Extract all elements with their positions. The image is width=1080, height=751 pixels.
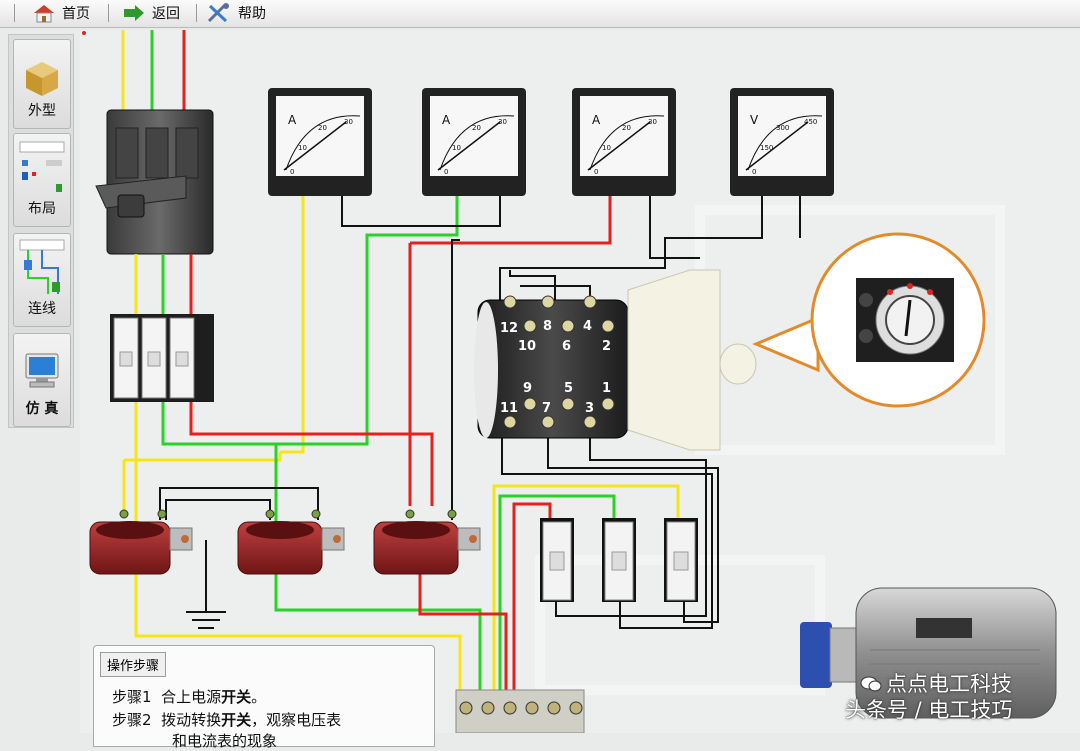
terminal-number: 2 bbox=[602, 339, 611, 354]
meter-tick: 0 bbox=[752, 168, 756, 176]
sidebar-item-label: 布局 bbox=[28, 201, 56, 217]
step-keyword: 开关 bbox=[221, 711, 252, 729]
ammeter: A 0 10 20 30 bbox=[268, 88, 372, 196]
fuse[interactable] bbox=[664, 518, 698, 602]
wiring-icon bbox=[19, 239, 65, 294]
sidebar-item-label: 外型 bbox=[28, 103, 56, 119]
supply-wires bbox=[121, 30, 186, 112]
marker-dot bbox=[82, 31, 86, 35]
step-1: 步骤1 合上电源开关。 bbox=[112, 686, 266, 707]
sidebar-item-appearance[interactable]: 外型 bbox=[13, 39, 71, 129]
current-transformer[interactable] bbox=[89, 509, 193, 575]
meter-tick: 30 bbox=[344, 118, 353, 126]
terminal-number: 11 bbox=[500, 401, 518, 416]
watermark-source: 头条号 / 电工技巧 bbox=[845, 698, 1013, 722]
toolbar-separator bbox=[196, 4, 197, 22]
sidebar-item-layout[interactable]: 布局 bbox=[13, 133, 71, 227]
meter-unit: A bbox=[288, 113, 297, 127]
back-button[interactable]: 返回 bbox=[122, 2, 180, 24]
motor[interactable] bbox=[800, 587, 1057, 719]
meter-tick: 10 bbox=[602, 144, 611, 152]
meter-tick: 0 bbox=[290, 168, 294, 176]
terminal-number: 9 bbox=[523, 381, 532, 396]
home-label: 首页 bbox=[62, 6, 90, 22]
terminal-number: 10 bbox=[518, 339, 536, 354]
sidebar: 外型 布局 连线 仿 真 bbox=[8, 34, 74, 428]
step-text: 合上电源 bbox=[161, 688, 222, 706]
terminal-strip[interactable] bbox=[455, 689, 585, 733]
meter-unit: A bbox=[592, 113, 601, 127]
circuit-breaker[interactable] bbox=[95, 109, 214, 255]
meter-tick: 30 bbox=[648, 118, 657, 126]
computer-icon bbox=[25, 353, 59, 388]
terminal-number: 4 bbox=[583, 319, 592, 334]
voltmeter: V 0 150 300 450 bbox=[730, 88, 834, 196]
sidebar-item-simulation[interactable]: 仿 真 bbox=[13, 333, 71, 427]
terminal-number: 6 bbox=[562, 339, 571, 354]
fuse[interactable] bbox=[602, 518, 636, 602]
toolbar-separator bbox=[108, 4, 109, 22]
back-label: 返回 bbox=[152, 6, 180, 22]
terminal-number: 3 bbox=[585, 401, 594, 416]
meter-unit: A bbox=[442, 113, 451, 127]
step-text: 拨动转换 bbox=[161, 711, 222, 729]
meter-tick: 300 bbox=[776, 124, 789, 132]
terminal-number: 5 bbox=[564, 381, 573, 396]
watermark-channel: 点点电工科技 bbox=[860, 668, 1012, 698]
tab-steps[interactable]: 操作步骤 bbox=[100, 652, 167, 677]
transfer-switch[interactable]: 12 8 4 10 6 2 9 5 1 11 7 3 bbox=[474, 269, 757, 451]
sidebar-item-label: 连线 bbox=[28, 301, 56, 317]
meter-tick: 20 bbox=[318, 124, 327, 132]
meter-tick: 20 bbox=[622, 124, 631, 132]
step-keyword: 开关 bbox=[221, 688, 252, 706]
step-text-end: ，观察电压表 bbox=[251, 711, 342, 729]
fuse-block[interactable] bbox=[110, 314, 214, 402]
wechat-icon bbox=[860, 676, 882, 692]
meter-tick: 0 bbox=[444, 168, 448, 176]
tools-icon bbox=[207, 3, 229, 23]
ammeter: A 0 10 20 30 bbox=[422, 88, 526, 196]
circuit-canvas: A 0 10 20 30 A 0 10 20 30 A 0 10 20 30 V… bbox=[82, 30, 1057, 733]
meter-unit: V bbox=[750, 113, 759, 127]
step-2-continued: 和电流表的现象 bbox=[172, 732, 278, 750]
home-icon bbox=[34, 5, 54, 23]
watermark-line1: 点点电工科技 bbox=[886, 672, 1012, 696]
step-2: 步骤2 拨动转换开关，观察电压表 bbox=[112, 709, 341, 730]
meter-tick: 0 bbox=[594, 168, 598, 176]
step-text-end: 。 bbox=[251, 688, 267, 706]
steps-panel: 操作步骤 步骤1 合上电源开关。 步骤2 拨动转换开关，观察电压表 和电流表的现… bbox=[93, 645, 435, 750]
help-button[interactable]: 帮助 bbox=[206, 2, 266, 24]
fuse[interactable] bbox=[540, 518, 574, 602]
meter-tick: 30 bbox=[498, 118, 507, 126]
step-number: 步骤2 bbox=[112, 711, 152, 729]
meter-tick: 10 bbox=[452, 144, 461, 152]
terminal-number: 12 bbox=[500, 321, 518, 336]
toolbar: 首页 返回 帮助 bbox=[0, 0, 1080, 28]
box-icon bbox=[26, 62, 58, 96]
terminal-number: 8 bbox=[543, 319, 552, 334]
terminal-number: 1 bbox=[602, 381, 611, 396]
layout-icon bbox=[19, 141, 65, 192]
arrow-right-icon bbox=[124, 5, 144, 21]
meter-tick: 20 bbox=[472, 124, 481, 132]
toolbar-separator bbox=[14, 4, 15, 22]
step-number: 步骤1 bbox=[112, 688, 152, 706]
sidebar-item-wiring[interactable]: 连线 bbox=[13, 233, 71, 327]
meter-tick: 10 bbox=[298, 144, 307, 152]
current-transformer[interactable] bbox=[237, 509, 345, 575]
help-label: 帮助 bbox=[238, 6, 266, 22]
current-transformer[interactable] bbox=[373, 509, 481, 575]
terminal-number: 7 bbox=[542, 401, 551, 416]
switch-callout bbox=[752, 232, 986, 408]
meter-tick: 150 bbox=[760, 144, 773, 152]
sidebar-item-label: 仿 真 bbox=[25, 401, 59, 417]
ammeter: A 0 10 20 30 bbox=[572, 88, 676, 196]
home-button[interactable]: 首页 bbox=[32, 2, 90, 24]
breaker-to-fuse-wires bbox=[134, 254, 193, 318]
meter-tick: 450 bbox=[804, 118, 817, 126]
